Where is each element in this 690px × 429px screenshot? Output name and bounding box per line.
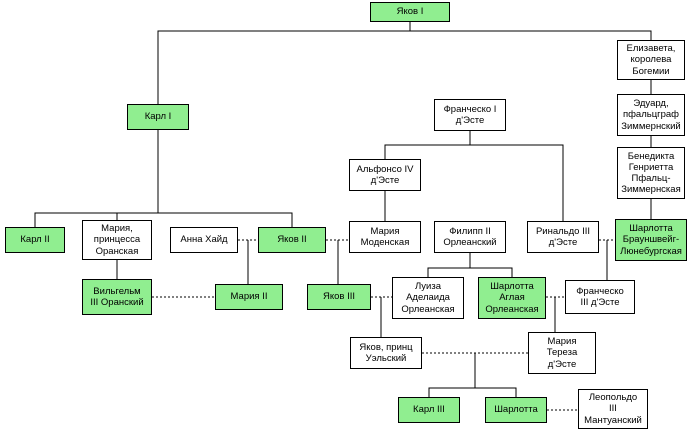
tree-node-alfonso-iv: Альфонсо IV д'Эсте (349, 159, 421, 191)
tree-node-karl-ii: Карл II (5, 227, 65, 253)
tree-node-francesco-iii: Франческо III д'Эсте (565, 280, 635, 314)
tree-node-wilhelm-iii: Вильгельм III Оранский (82, 279, 152, 315)
tree-node-yakov-ii: Яков II (258, 227, 326, 253)
tree-node-maria-oranskaya: Мария, принцесса Оранская (82, 220, 152, 260)
tree-node-maria-ii: Мария II (215, 284, 283, 310)
tree-node-yakov-wales: Яков, принц Уэльский (350, 337, 422, 369)
tree-node-maria-teresa: Мария Тереза д'Эсте (528, 332, 596, 374)
tree-node-benedikta: Бенедикта Генриетта Пфальц- Зиммернская (617, 147, 685, 199)
tree-node-louise-adelaide: Луиза Аделаида Орлеанская (392, 277, 464, 319)
tree-node-charlotte-braunschweig: Шарлотта Брауншвейг- Люнебургская (615, 219, 687, 261)
tree-node-yakov-iii: Яков III (307, 284, 371, 310)
tree-node-karl-iii: Карл III (398, 397, 460, 423)
tree-node-philipp-ii: Филипп II Орлеанский (434, 221, 506, 253)
tree-node-charlotte-aglaya: Шарлотта Аглая Орлеанская (478, 277, 546, 319)
tree-node-rinaldo-iii: Ринальдо III д'Эсте (527, 221, 599, 253)
tree-node-leopoldo-iii: Леопольдо III Мантуанский (578, 389, 648, 429)
tree-node-eduard: Эдуард, пфальцграф Зиммернский (617, 94, 685, 136)
tree-node-elizaveta: Елизавета, королева Богемии (617, 40, 685, 80)
tree-node-francesco-i: Франческо I д'Эсте (434, 99, 506, 131)
tree-node-anna-hyde: Анна Хайд (170, 227, 238, 253)
tree-node-yakov-i: Яков I (370, 2, 450, 22)
tree-node-karl-i: Карл I (127, 104, 189, 130)
tree-node-charlotte: Шарлотта (485, 397, 547, 423)
tree-node-maria-modenskaya: Мария Моденская (349, 221, 421, 253)
